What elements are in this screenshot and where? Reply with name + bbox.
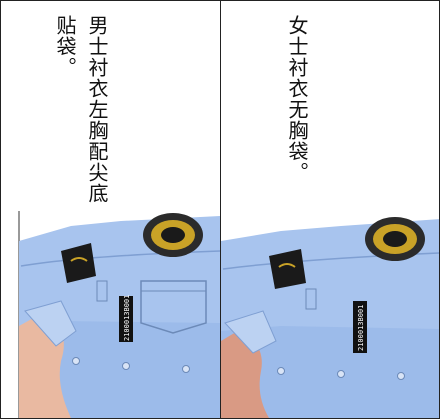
panel-womens-shirt: 女士衬衣无胸袋。 <box>221 1 439 418</box>
panel-divider <box>220 1 221 418</box>
womens-shirt-illustration: 2100013B001 <box>221 211 439 418</box>
mens-badge-number: 2100013B001 <box>123 295 131 341</box>
womens-badge-number: 2100013B001 <box>357 305 365 351</box>
caption-mens-shirt: 男士衬衣左胸配尖底贴袋。 <box>53 15 109 204</box>
caption-womens-shirt: 女士衬衣无胸袋。 <box>285 15 309 183</box>
panel-mens-shirt: 男士衬衣左胸配尖底贴袋。 <box>1 1 220 418</box>
mens-shirt-image: 2100013B001 <box>18 211 220 418</box>
mens-shirt-illustration: 2100013B001 <box>1 211 220 418</box>
womens-shirt-image: 2100013B001 <box>221 217 439 418</box>
